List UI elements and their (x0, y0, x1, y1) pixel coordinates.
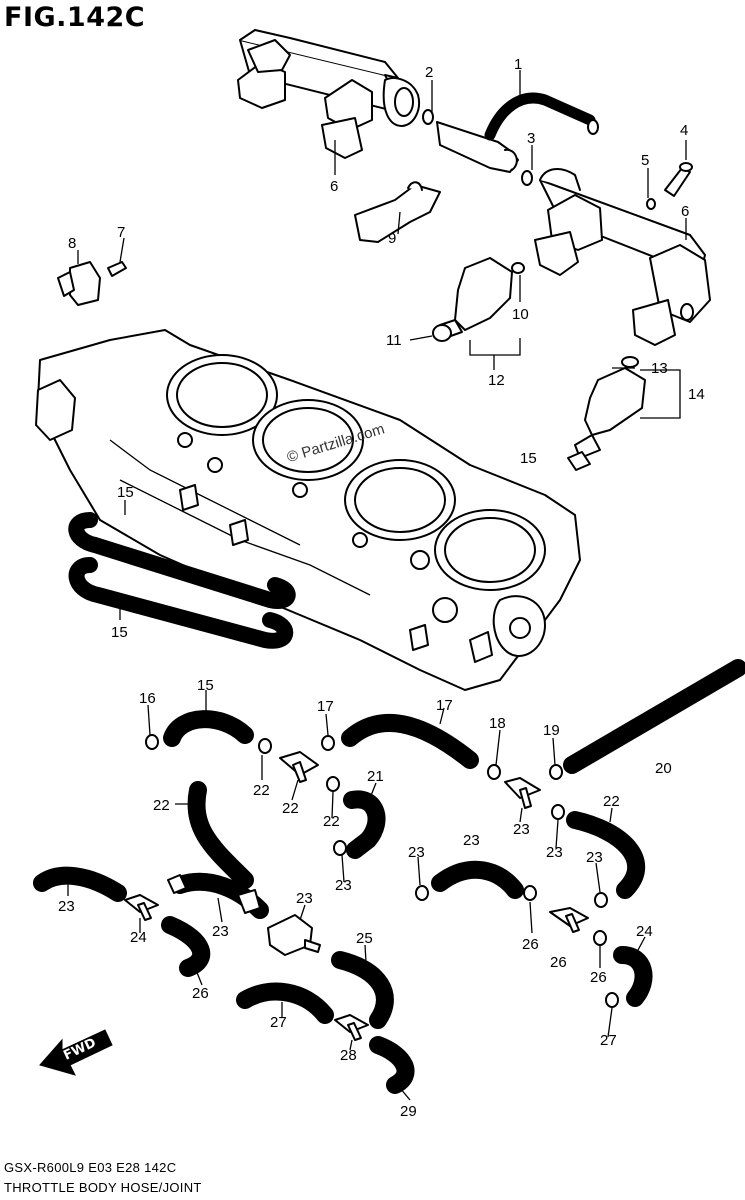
callout-29b: 15 (520, 450, 537, 467)
callout-26b: 21 (367, 768, 384, 785)
callout-26a: 15 (197, 677, 214, 694)
callout-20: 8 (68, 235, 76, 252)
callout-15d: 29 (400, 1103, 417, 1120)
callout-16: 22 (153, 797, 170, 814)
callout-12: 15 (111, 624, 128, 641)
vacuum-hoses (33, 659, 745, 1094)
callout-28: 23 (513, 821, 530, 838)
callout-15b: 26 (192, 985, 209, 1002)
callout-23f: 26 (522, 936, 539, 953)
callout-5: 4 (680, 122, 688, 139)
callout-8: 13 (651, 360, 668, 377)
callout-26d: 24 (636, 923, 653, 940)
callout-2: 6 (330, 178, 338, 195)
fuel-injector-lower (567, 356, 646, 471)
callout-15a: 23 (58, 898, 75, 915)
callout-13: 25 (356, 930, 373, 947)
callout-23c: 22 (323, 813, 340, 830)
drain-hoses-11-12 (68, 512, 296, 649)
callout-22d: 23 (546, 844, 563, 861)
callout-9: 12 (488, 372, 505, 389)
callout-19: 23 (296, 890, 313, 907)
callout-17b: 28 (340, 1047, 357, 1064)
callout-27a: 22 (282, 800, 299, 817)
callout-22b: 18 (489, 715, 506, 732)
callout-25: 20 (655, 760, 672, 777)
fuel-rail-clamp (354, 181, 441, 243)
callout-7: 14 (688, 386, 705, 403)
part-callouts: 1 2 3 4 5 6 6 7 8 9 10 11 12 13 14 15 15… (58, 56, 705, 1120)
callout-4: 5 (641, 152, 649, 169)
callout-24a: 17 (436, 697, 453, 714)
callout-11: 15 (117, 484, 134, 501)
callout-23g: 26 (590, 969, 607, 986)
callout-23d: 23 (408, 844, 425, 861)
callout-27b: 26 (550, 954, 567, 971)
callout-18: 7 (117, 224, 125, 241)
callout-22a: 17 (317, 698, 334, 715)
throttle-body-assembly (35, 329, 581, 691)
fuel-rail-right (534, 168, 711, 346)
fuel-connector-pipe (436, 92, 599, 186)
callout-22c: 19 (543, 722, 560, 739)
callout-24b: 22 (603, 793, 620, 810)
callout-23a: 16 (139, 690, 156, 707)
leader-lines (67, 70, 687, 1101)
pressure-sensor (57, 261, 127, 306)
callout-23b: 22 (253, 782, 270, 799)
callout-22e: 23 (586, 849, 603, 866)
bolt-and-washer (646, 162, 693, 210)
callout-26c: 23 (463, 832, 480, 849)
callout-10: 10 (512, 306, 529, 323)
section-name: THROTTLE BODY HOSE/JOINT (4, 1180, 202, 1195)
callout-6a: 2 (425, 64, 433, 81)
callout-1: 6 (681, 203, 689, 220)
fuel-injector-upper (432, 257, 525, 342)
callout-6b: 3 (527, 130, 535, 147)
callout-21: 9 (388, 230, 396, 247)
callout-23e: 23 (335, 877, 352, 894)
model-code: GSX-R600L9 E03 E28 142C (4, 1160, 177, 1175)
callout-17a: 24 (130, 929, 147, 946)
callout-15c: 27 (270, 1014, 287, 1031)
figure-title: FIG.142C (4, 2, 146, 33)
joints-and-clamps (124, 734, 619, 1041)
callout-14: 23 (212, 923, 229, 940)
fwd-arrow: FWD (39, 1029, 113, 1076)
callout-3: 1 (514, 56, 522, 73)
callout-29a: 11 (386, 332, 402, 349)
callout-23h: 27 (600, 1032, 617, 1049)
fuel-rail-left (237, 29, 434, 159)
